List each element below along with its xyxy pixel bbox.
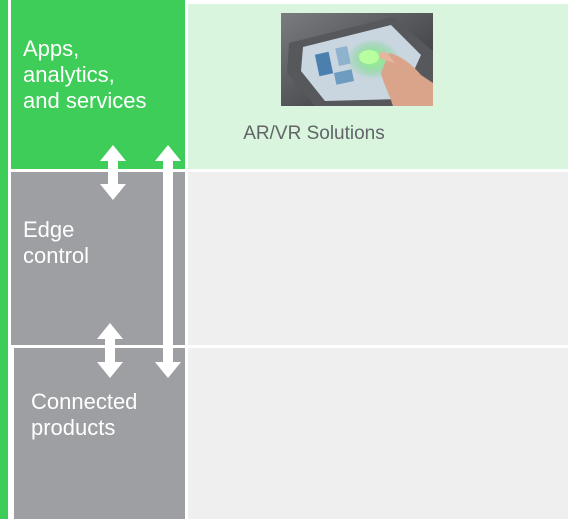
tablet-hand-photo[interactable] — [281, 13, 433, 106]
double-arrow-icon — [100, 145, 126, 200]
layer-edge-cell — [11, 172, 185, 345]
solution-label-ar-vr[interactable]: AR/VR Solutions — [243, 123, 385, 144]
products-solutions-cell — [188, 348, 568, 519]
layer-products-cell — [14, 348, 185, 519]
double-arrow-icon — [97, 323, 123, 378]
up-arrow-icon — [155, 145, 181, 166]
layer-label-apps: Apps, analytics, and services — [23, 36, 147, 113]
layer-apps-cell — [11, 0, 185, 169]
layer-label-edge: Edge control — [23, 217, 90, 268]
edge-solutions-cell — [188, 172, 568, 345]
layer-label-products: Connected products — [31, 389, 138, 440]
accent-bar — [0, 0, 8, 519]
down-arrow-icon — [155, 362, 181, 378]
connector-line — [163, 164, 173, 362]
